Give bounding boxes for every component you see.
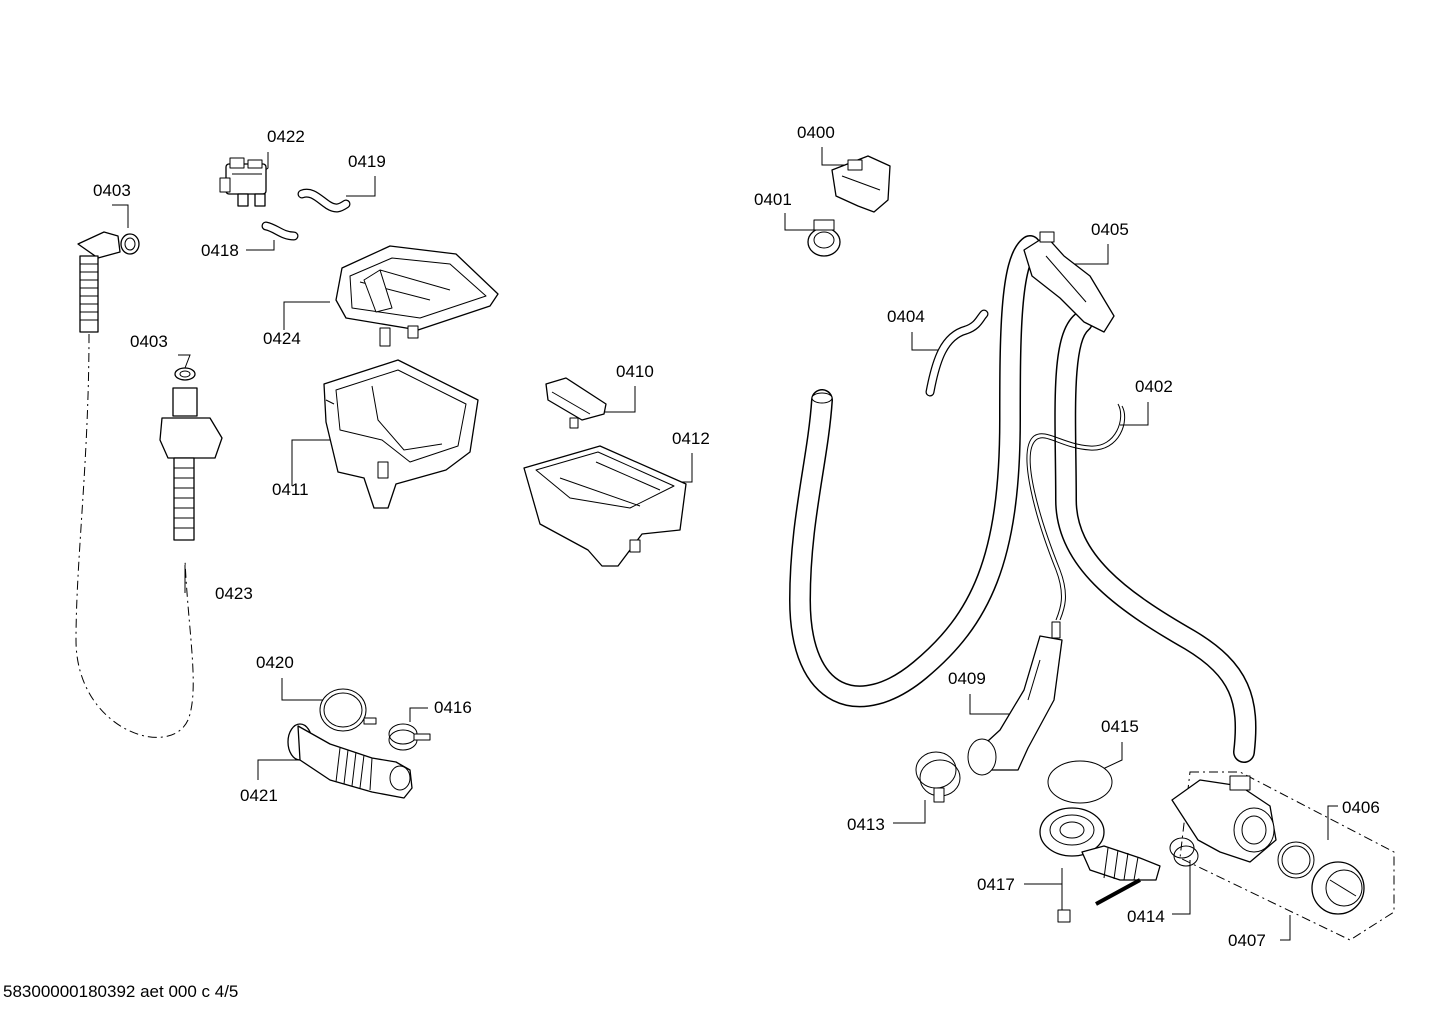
part-label-0400: 0400 bbox=[797, 123, 835, 142]
part-label-0407: 0407 bbox=[1228, 931, 1266, 950]
part-label-0416: 0416 bbox=[434, 698, 472, 717]
part-label-0420: 0420 bbox=[256, 653, 294, 672]
part-label-0415: 0415 bbox=[1101, 717, 1139, 736]
clamp-0414-drawing bbox=[1169, 837, 1199, 867]
part-label-0417: 0417 bbox=[977, 875, 1015, 894]
bracket-0400-drawing bbox=[831, 155, 891, 213]
pressure-switch-0401-drawing bbox=[807, 219, 841, 257]
leader-lines bbox=[112, 147, 1338, 941]
pump-0406-drawing bbox=[1171, 771, 1395, 941]
inlet-hose-upper-drawing bbox=[75, 231, 194, 738]
inlet-valve-drawing bbox=[219, 157, 267, 207]
small-hose-0418-drawing bbox=[261, 221, 299, 241]
document-footer-code: 58300000180392 aet 000 c 4/5 bbox=[3, 982, 239, 1001]
part-label-0418: 0418 bbox=[201, 241, 239, 260]
part-label-0405: 0405 bbox=[1091, 220, 1129, 239]
dispenser-housing-0411-drawing bbox=[323, 359, 479, 509]
part-label-0406: 0406 bbox=[1342, 798, 1380, 817]
sump-0417-drawing bbox=[1039, 807, 1161, 923]
part-label-0421: 0421 bbox=[240, 786, 278, 805]
small-hose-0419-drawing bbox=[297, 188, 351, 213]
seal-0415-drawing bbox=[1047, 760, 1113, 804]
part-label-0422: 0422 bbox=[267, 127, 305, 146]
part-label-0423: 0423 bbox=[215, 584, 253, 603]
drain-hose-right-drawing bbox=[1054, 311, 1257, 763]
dispenser-frame-0424-drawing bbox=[335, 245, 499, 347]
inlet-hose-lower-drawing bbox=[159, 367, 223, 541]
part-label-0403-top: 0403 bbox=[93, 181, 131, 200]
part-label-0411: 0411 bbox=[272, 480, 309, 499]
part-label-0403-lower: 0403 bbox=[130, 332, 168, 351]
part-label-0412: 0412 bbox=[672, 429, 710, 448]
pressure-tube-0402-drawing bbox=[1026, 403, 1126, 621]
part-label-0404: 0404 bbox=[887, 307, 925, 326]
part-label-0413: 0413 bbox=[847, 815, 885, 834]
connector-0405-drawing bbox=[1023, 231, 1115, 333]
sump-hose-0421-drawing bbox=[287, 723, 413, 799]
part-label-0401: 0401 bbox=[754, 190, 792, 209]
air-trap-0409-drawing bbox=[967, 621, 1063, 776]
detergent-drawer-0412-drawing bbox=[523, 445, 687, 567]
hose-0404-drawing bbox=[925, 309, 989, 397]
part-label-0419: 0419 bbox=[348, 152, 386, 171]
clamp-0413-drawing bbox=[915, 751, 961, 803]
drain-hose-left-drawing bbox=[788, 235, 1041, 708]
part-label-0410: 0410 bbox=[616, 362, 654, 381]
dispenser-insert-0410-drawing bbox=[545, 377, 607, 429]
part-label-0414: 0414 bbox=[1127, 907, 1165, 926]
part-label-0424: 0424 bbox=[263, 329, 301, 348]
part-label-0409: 0409 bbox=[948, 669, 986, 688]
clamp-0420-drawing bbox=[319, 688, 377, 732]
clamp-0416-drawing bbox=[388, 723, 431, 751]
part-label-0402: 0402 bbox=[1135, 377, 1173, 396]
